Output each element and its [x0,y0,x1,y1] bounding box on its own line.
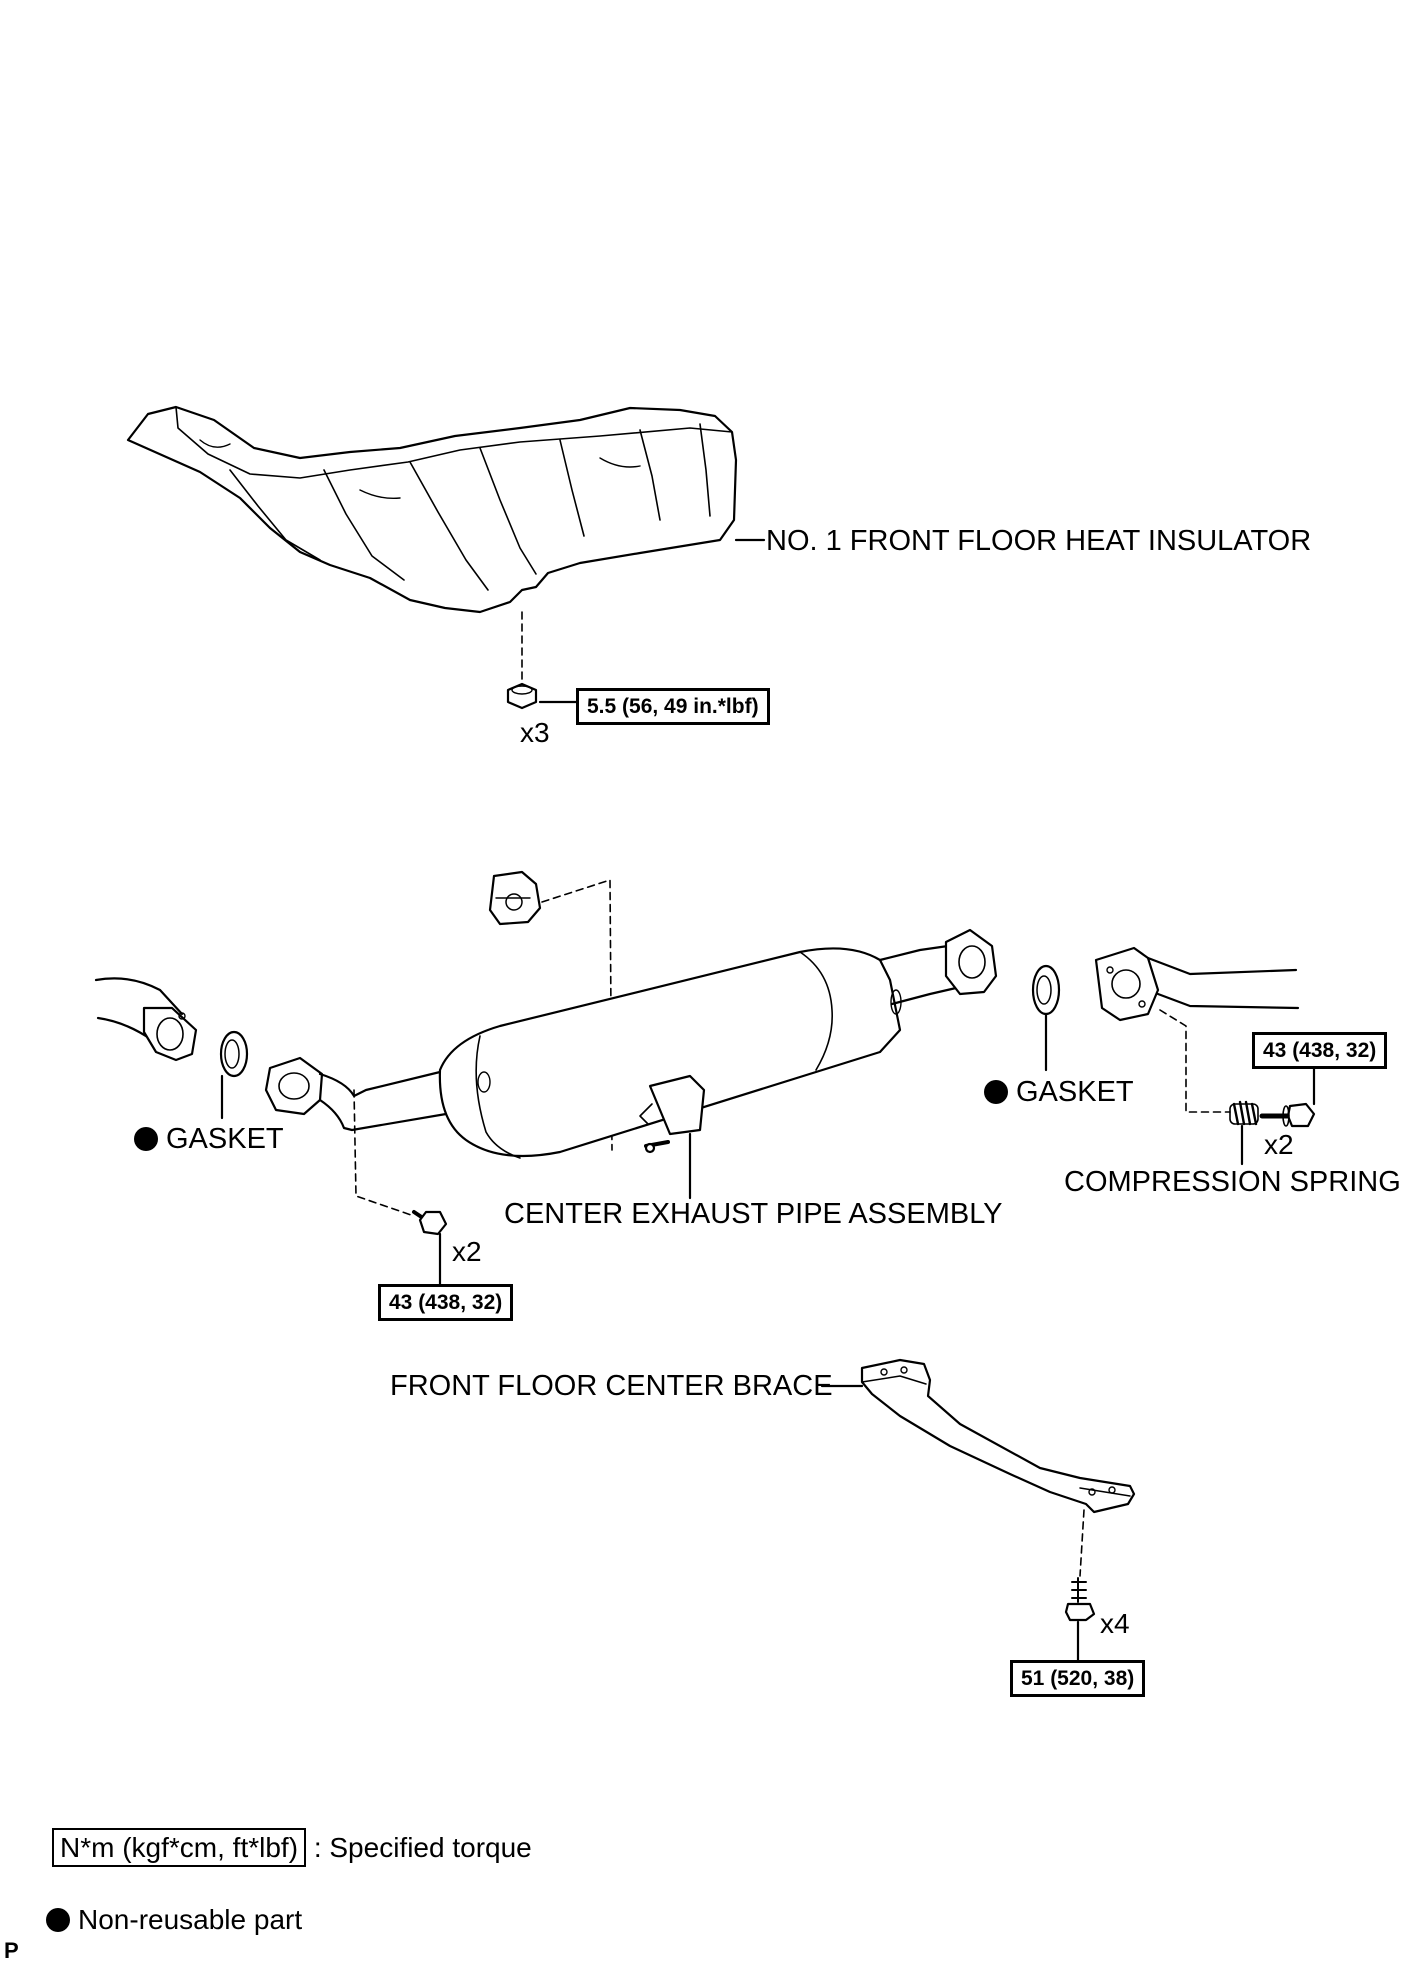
label-gasket-right: GASKET [984,1078,1134,1107]
non-reusable-dot-icon [134,1127,158,1151]
front-pipe-icon [94,977,198,1062]
legend-torque-desc: : Specified torque [313,1832,532,1863]
torque-right-flange: 43 (438, 32) [1252,1032,1388,1069]
bolt-icon [412,1210,448,1236]
label-insulator: NO. 1 FRONT FLOOR HEAT INSULATOR [766,525,1312,557]
compression-spring-icon [1229,1100,1259,1126]
torque-brace: 51 (520, 38) [1010,1660,1146,1697]
exhaust-pipe-icon [264,928,998,1159]
legend-torque-unit: N*m (kgf*cm, ft*lbf) [52,1828,307,1867]
non-reusable-dot-icon [984,1080,1008,1104]
legend-nonreusable-desc: Non-reusable part [78,1904,303,1935]
qty-left-bolts: x2 [452,1236,482,1267]
qty-right-bolts: x2 [1264,1129,1294,1160]
qty-insulator-nuts: x3 [520,717,550,748]
rubber-hanger-icon [488,870,542,926]
corner-mark: P [4,1938,19,1963]
bolt-icon [1064,1577,1096,1622]
gasket-right-text: GASKET [1016,1076,1134,1108]
legend-torque: N*m (kgf*cm, ft*lbf) : Specified torque [52,1828,532,1867]
gasket-icon [1031,964,1061,1016]
gasket-icon [219,1030,249,1078]
brace-icon [860,1358,1136,1514]
torque-left-flange: 43 (438, 32) [378,1284,514,1321]
label-center-exhaust: CENTER EXHAUST PIPE ASSEMBLY [504,1198,1003,1230]
heat-insulator-icon [126,405,738,614]
tail-pipe-icon [1094,946,1300,1022]
legend-nonreusable: Non-reusable part [46,1906,302,1934]
gasket-left-text: GASKET [166,1123,284,1155]
qty-brace-bolts: x4 [1100,1608,1130,1639]
nut-icon [506,682,538,710]
bolt-icon [1259,1102,1316,1128]
label-compression-spring: COMPRESSION SPRING [1064,1166,1401,1198]
label-brace: FRONT FLOOR CENTER BRACE [390,1370,833,1402]
label-gasket-left: GASKET [134,1125,284,1154]
torque-insulator: 5.5 (56, 49 in.*lbf) [576,688,770,725]
non-reusable-dot-icon [46,1908,70,1932]
